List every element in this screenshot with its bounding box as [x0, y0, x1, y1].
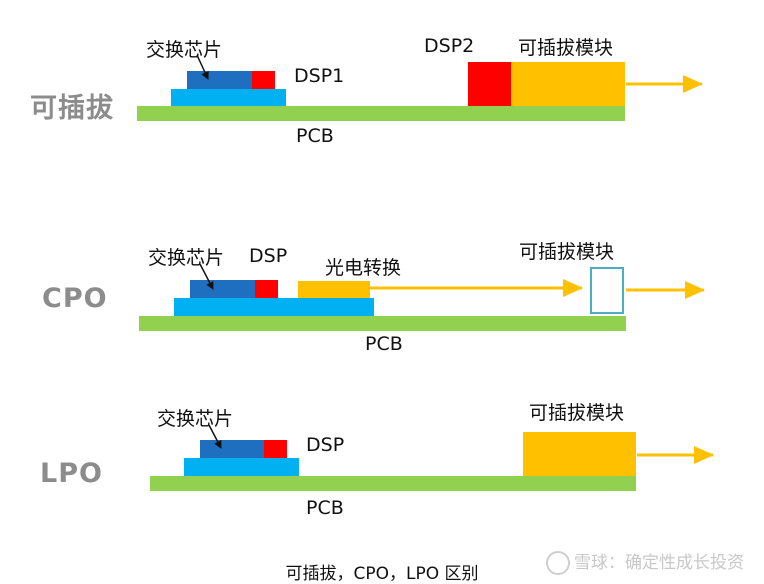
figure-caption: 可插拔，CPO，LPO 区别: [285, 564, 479, 584]
pcb-label: PCB: [365, 333, 403, 355]
optoelectronic-converter-block: [298, 281, 370, 298]
chip-substrate: [171, 89, 286, 106]
dsp2-block: [468, 62, 511, 106]
dsp2-label: DSP2: [424, 35, 475, 57]
dsp1-block: [252, 71, 275, 89]
pcb-board: [150, 476, 636, 491]
section-title-cpo: CPO: [42, 283, 108, 314]
pcb-board: [139, 316, 626, 331]
pcb-label: PCB: [296, 125, 334, 147]
dsp1-label: DSP1: [294, 65, 345, 87]
chip-substrate: [174, 298, 374, 316]
chip-substrate: [184, 458, 299, 476]
watermark-text: 雪球：确定性成长投资: [574, 553, 744, 573]
watermark: 雪球：确定性成长投资: [546, 548, 744, 575]
pluggable-module-block: [523, 432, 636, 476]
empty-pluggable-module-block: [590, 267, 624, 314]
switch-chip-label: 交换芯片: [157, 408, 234, 430]
optoelectronic-converter-label: 光电转换: [325, 257, 402, 279]
pointer-arrow-icon: [208, 424, 222, 449]
pointer-arrow-icon: [199, 263, 214, 290]
pcb-label: PCB: [306, 497, 344, 519]
pluggable-module-label: 可插拔模块: [518, 37, 614, 59]
snowball-logo-icon: [546, 551, 570, 575]
pluggable-module-label: 可插拔模块: [529, 402, 625, 424]
pluggable-module-label: 可插拔模块: [519, 241, 615, 263]
dsp-block: [264, 440, 287, 458]
switch-chip-label: 交换芯片: [146, 39, 223, 61]
pcb-board: [137, 106, 625, 121]
switch-chip-label: 交换芯片: [148, 247, 225, 269]
section-title-pluggable: 可插拔: [30, 93, 114, 124]
section-title-lpo: LPO: [40, 458, 103, 489]
dsp-label: DSP: [306, 434, 345, 456]
pointer-arrow-icon: [196, 54, 209, 80]
dsp-label: DSP: [249, 245, 288, 267]
dsp-block: [255, 280, 278, 298]
pluggable-module-block: [511, 62, 625, 106]
